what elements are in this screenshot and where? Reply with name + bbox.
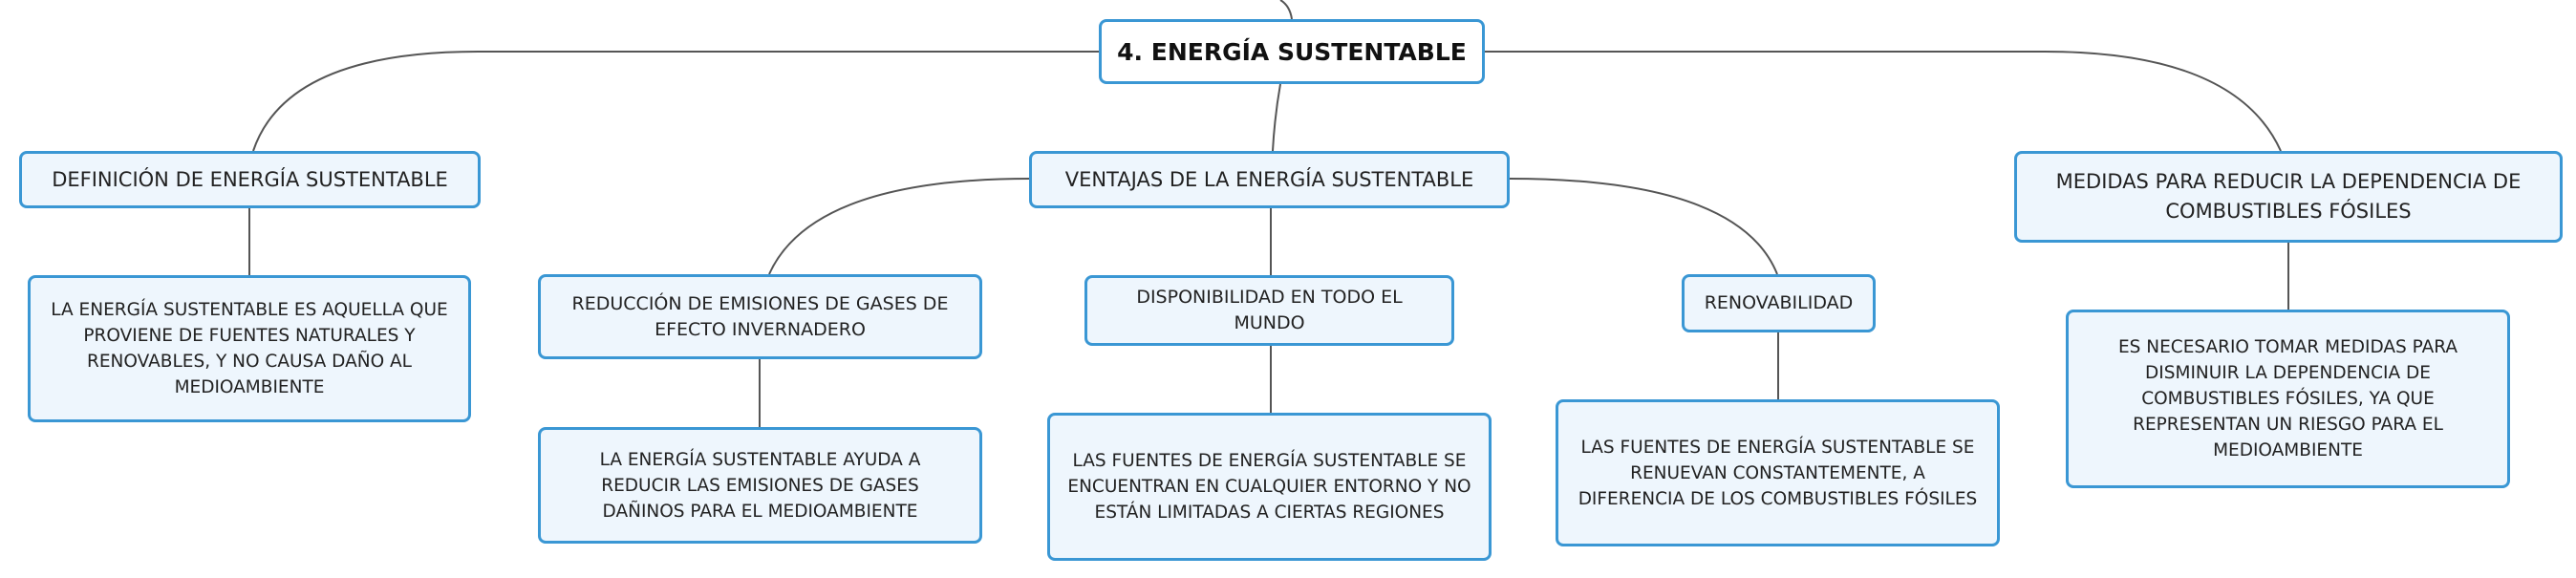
detail-definicion[interactable]: LA ENERGÍA SUSTENTABLE ES AQUELLA QUE PR… <box>28 275 471 422</box>
connector-root-ventajas <box>1272 83 1281 152</box>
topic-medidas[interactable]: MEDIDAS PARA REDUCIR LA DEPENDENCIA DE C… <box>2014 151 2563 243</box>
detail-disponibilidad-text: LAS FUENTES DE ENERGÍA SUSTENTABLE SE EN… <box>1067 451 1471 523</box>
connector-root-definicion <box>252 51 1101 152</box>
subtopic-reduccion[interactable]: REDUCCIÓN DE EMISIONES DE GASES DE EFECT… <box>538 274 982 359</box>
detail-medidas-text: ES NECESARIO TOMAR MEDIDAS PARA DISMINUI… <box>2117 337 2458 460</box>
detail-renovabilidad[interactable]: LAS FUENTES DE ENERGÍA SUSTENTABLE SE RE… <box>1556 399 2000 546</box>
detail-renovabilidad-text: LAS FUENTES DE ENERGÍA SUSTENTABLE SE RE… <box>1578 437 1978 509</box>
topic-definicion-label: DEFINICIÓN DE ENERGÍA SUSTENTABLE <box>52 167 448 191</box>
connector-ventajas-renovabilidad <box>1509 178 1778 275</box>
topic-ventajas-label: VENTAJAS DE LA ENERGÍA SUSTENTABLE <box>1064 167 1474 191</box>
subtopic-renovabilidad[interactable]: RENOVABILIDAD <box>1682 274 1876 332</box>
detail-reduccion-text: LA ENERGÍA SUSTENTABLE AYUDA A REDUCIR L… <box>599 449 921 522</box>
detail-medidas[interactable]: ES NECESARIO TOMAR MEDIDAS PARA DISMINUI… <box>2066 310 2510 488</box>
connector-ventajas-reduccion <box>768 178 1031 275</box>
topic-medidas-label: MEDIDAS PARA REDUCIR LA DEPENDENCIA DE C… <box>2055 170 2522 223</box>
topic-ventajas[interactable]: VENTAJAS DE LA ENERGÍA SUSTENTABLE <box>1029 151 1510 208</box>
subtopic-reduccion-label: REDUCCIÓN DE EMISIONES DE GASES DE EFECT… <box>571 292 949 340</box>
connector-root-parent <box>1279 0 1293 20</box>
detail-definicion-text: LA ENERGÍA SUSTENTABLE ES AQUELLA QUE PR… <box>51 300 448 397</box>
subtopic-disponibilidad-label: DISPONIBILIDAD EN TODO EL MUNDO <box>1136 287 1403 333</box>
detail-disponibilidad[interactable]: LAS FUENTES DE ENERGÍA SUSTENTABLE SE EN… <box>1047 413 1492 561</box>
detail-reduccion[interactable]: LA ENERGÍA SUSTENTABLE AYUDA A REDUCIR L… <box>538 427 982 544</box>
subtopic-renovabilidad-label: RENOVABILIDAD <box>1704 292 1854 313</box>
root-topic-label: 4. ENERGÍA SUSTENTABLE <box>1117 37 1467 66</box>
subtopic-disponibilidad[interactable]: DISPONIBILIDAD EN TODO EL MUNDO <box>1084 275 1454 346</box>
root-topic[interactable]: 4. ENERGÍA SUSTENTABLE <box>1099 19 1485 84</box>
topic-definicion[interactable]: DEFINICIÓN DE ENERGÍA SUSTENTABLE <box>19 151 481 208</box>
connector-root-medidas <box>1484 51 2282 152</box>
